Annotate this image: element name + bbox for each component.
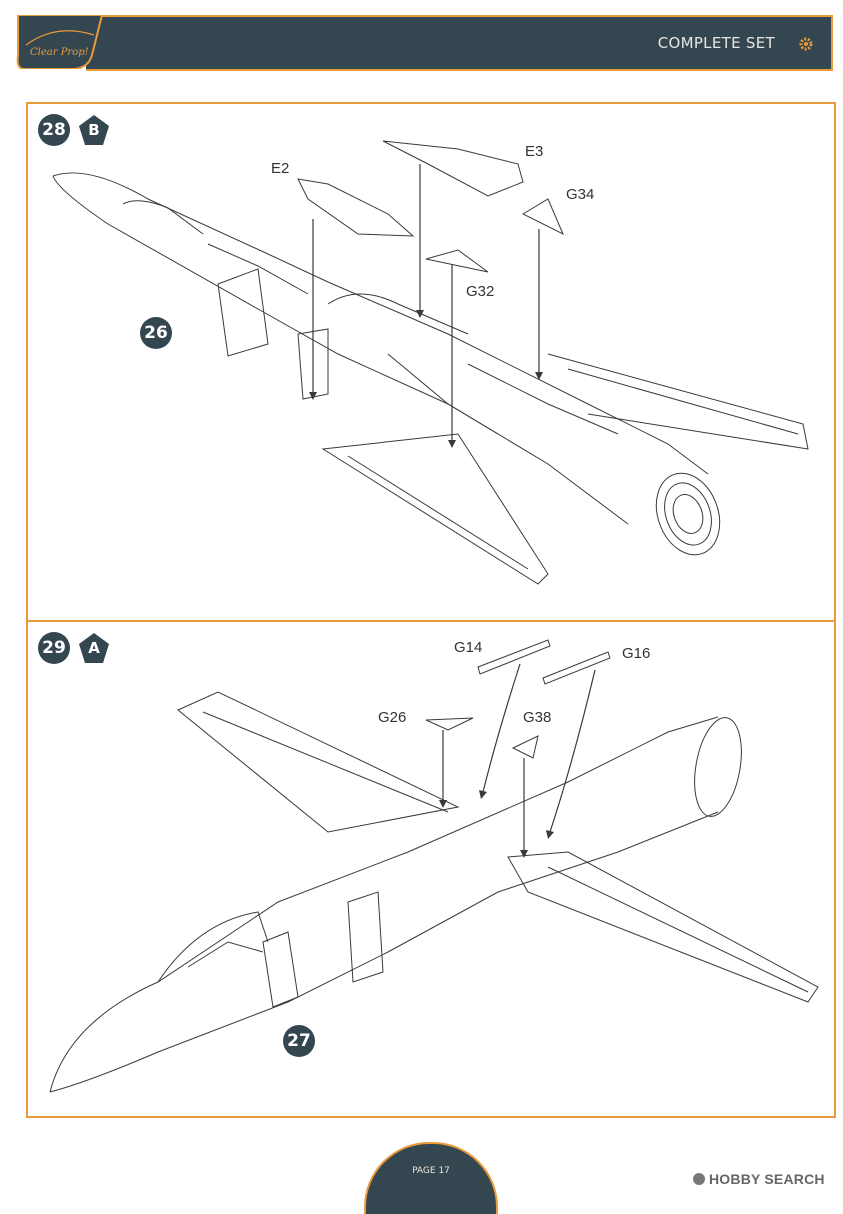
part-label-e2: E2 <box>271 160 290 177</box>
part-label-g34: G34 <box>566 186 595 203</box>
step-number-badge: 29 <box>38 632 70 664</box>
gear-icon <box>799 37 813 51</box>
page-number: PAGE 17 <box>412 1166 450 1176</box>
part-label-g14: G14 <box>454 639 483 656</box>
part-label-g38: G38 <box>523 709 552 726</box>
variant-label: B <box>88 121 100 139</box>
watermark-logo-icon <box>693 1173 705 1185</box>
step-28-panel: 28 B 26 E2 E3 G34 G32 <box>26 102 836 624</box>
watermark: HOBBY SEARCH <box>693 1171 825 1187</box>
part-label-g32: G32 <box>466 283 495 300</box>
header-title: COMPLETE SET <box>657 34 775 52</box>
part-label-g16: G16 <box>622 645 651 662</box>
page-number-tab: PAGE 17 <box>364 1142 498 1214</box>
subassembly-callout: 27 <box>283 1025 315 1057</box>
part-label-g26: G26 <box>378 709 407 726</box>
brand-logo-text: Clear Prop! <box>30 47 89 58</box>
part-label-e3: E3 <box>525 143 544 160</box>
step-29-panel: 29 A 27 G14 G16 G26 G38 <box>26 620 836 1118</box>
watermark-text: HOBBY SEARCH <box>709 1171 825 1187</box>
variant-b-badge <box>79 115 109 145</box>
page-header: COMPLETE SET Clear Prop! <box>16 15 833 71</box>
subassembly-callout: 26 <box>140 317 172 349</box>
variant-label: A <box>88 639 100 657</box>
step-number-badge: 28 <box>38 114 70 146</box>
brand-logo: Clear Prop! <box>16 15 104 69</box>
variant-a-badge <box>79 633 109 663</box>
step-29-drawing <box>49 639 819 1093</box>
step-28-drawing <box>52 140 809 585</box>
header-bar: COMPLETE SET <box>86 15 833 71</box>
